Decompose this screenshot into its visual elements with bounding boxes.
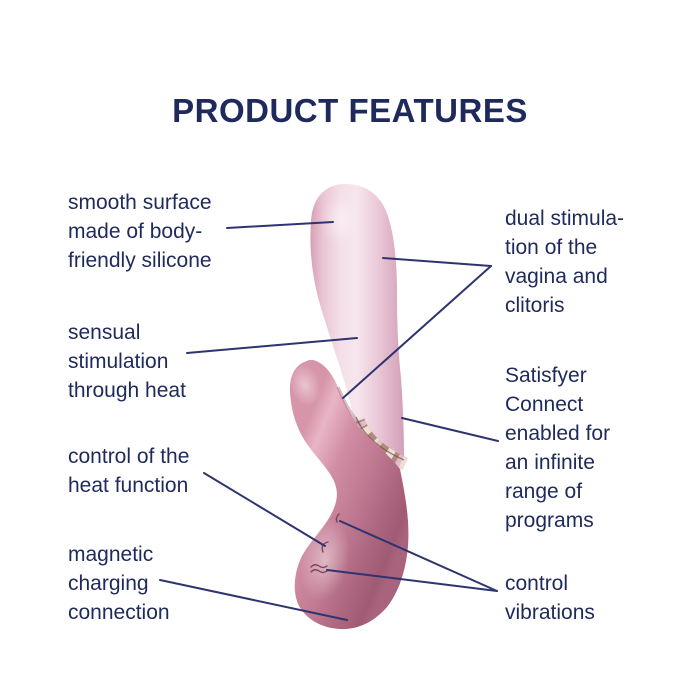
arm-highlight bbox=[289, 363, 321, 407]
callout-vibration-lower bbox=[326, 569, 498, 592]
callout-sensual-heat bbox=[186, 337, 358, 354]
wave-mark-icon bbox=[310, 564, 328, 574]
label-smooth-silicone: smooth surface made of body- friendly si… bbox=[68, 191, 212, 272]
callout-heat-control bbox=[203, 472, 326, 547]
label-control-vibrations: control vibrations bbox=[505, 572, 595, 624]
label-heat-control: control of the heat function bbox=[68, 445, 190, 497]
callout-magnetic-charge bbox=[159, 579, 348, 621]
arm-shaft-crease bbox=[336, 386, 363, 427]
callout-satisfyer-connect bbox=[401, 417, 499, 442]
label-magnetic-charge: magnetic charging connection bbox=[68, 543, 170, 624]
label-dual-stimulation: dual stimula- tion of the vagina and cli… bbox=[505, 207, 625, 317]
shaft-highlight bbox=[320, 194, 360, 246]
page-title: PRODUCT FEATURES bbox=[172, 92, 528, 130]
callout-vibration-upper bbox=[339, 520, 498, 592]
label-satisfyer-connect: Satisfyer Connect enabled for an infinit… bbox=[505, 364, 611, 532]
shaft bbox=[310, 184, 404, 458]
callout-dual-stim-shaft bbox=[382, 257, 492, 267]
callout-smooth-silicone bbox=[226, 221, 334, 229]
callout-dual-stim-arm bbox=[342, 265, 492, 399]
dash-mark-icon bbox=[335, 513, 340, 523]
label-sensual-heat: sensual stimulation through heat bbox=[68, 321, 186, 402]
